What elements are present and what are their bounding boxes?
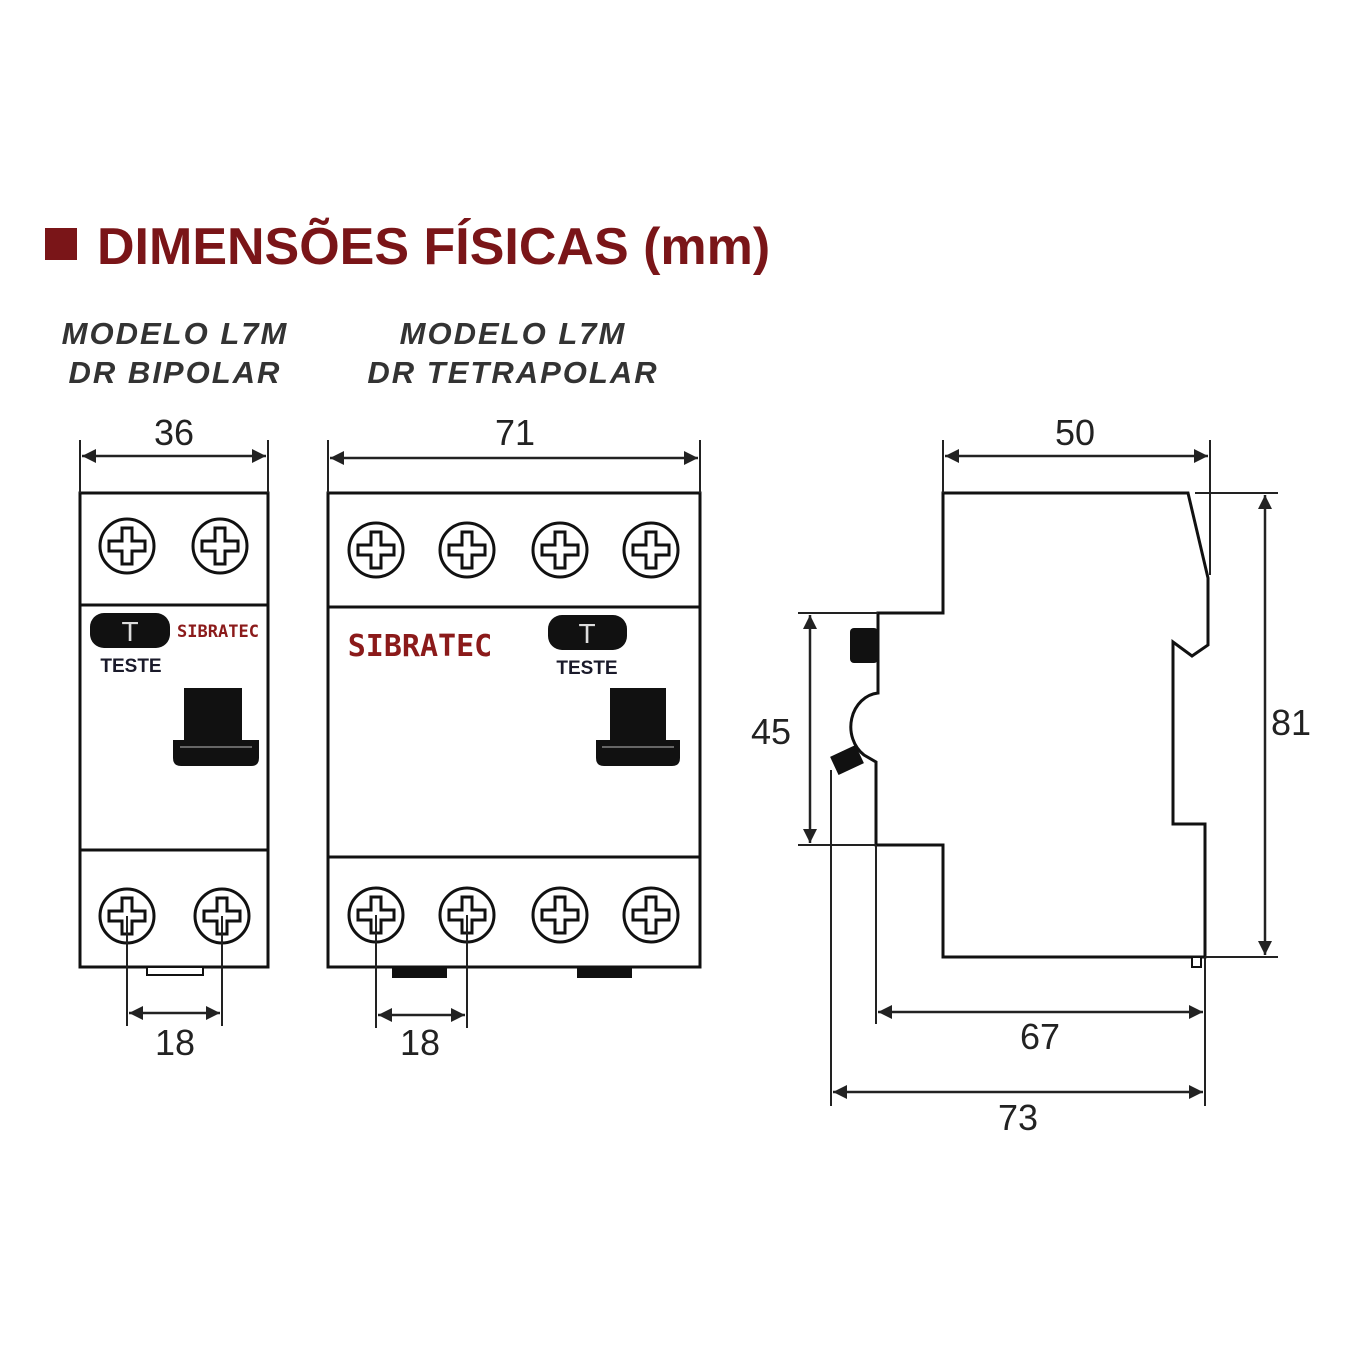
tetrapolar-type-label: DR TETRAPOLAR bbox=[367, 355, 658, 390]
test-button bbox=[90, 613, 170, 648]
top-clip-icon bbox=[850, 628, 878, 663]
tetrapolar-pitch-dimension: 18 bbox=[400, 1022, 440, 1063]
test-button bbox=[548, 615, 627, 650]
terminal-screw-icon bbox=[191, 517, 249, 575]
bipolar-type-label: DR BIPOLAR bbox=[69, 355, 282, 390]
bipolar-model-label: MODELO L7M bbox=[62, 316, 289, 351]
bipolar-width-dimension: 36 bbox=[154, 412, 194, 453]
page-title: DIMENSÕES FÍSICAS (mm) bbox=[97, 217, 770, 276]
terminal-screw-icon bbox=[622, 886, 680, 944]
tetrapolar-front-view: SIBRATEC T TESTE 71 18 bbox=[326, 412, 702, 1063]
terminal-screw-icon bbox=[622, 521, 680, 579]
terminal-screw-icon bbox=[531, 521, 589, 579]
brand-logo: SIBRATEC bbox=[177, 622, 259, 642]
tetrapolar-model-label: MODELO L7M bbox=[400, 316, 627, 351]
terminal-screw-icon bbox=[531, 886, 589, 944]
terminal-screw-icon bbox=[438, 521, 496, 579]
side-profile-view: 50 45 81 67 73 bbox=[751, 412, 1311, 1138]
side-top-depth-dimension: 50 bbox=[1055, 412, 1095, 453]
test-label: TESTE bbox=[556, 658, 617, 679]
title-bullet-icon bbox=[45, 228, 77, 260]
bipolar-front-view: T TESTE SIBRATEC 36 18 bbox=[78, 412, 270, 1063]
switch-lever-icon bbox=[184, 688, 242, 742]
terminal-screw-icon bbox=[98, 517, 156, 575]
bipolar-pitch-dimension: 18 bbox=[155, 1022, 195, 1063]
side-front-height-dimension: 45 bbox=[751, 711, 791, 752]
side-body-depth-dimension: 67 bbox=[1020, 1016, 1060, 1057]
test-label: TESTE bbox=[100, 656, 161, 677]
terminal-screw-icon bbox=[347, 521, 405, 579]
tetrapolar-width-dimension: 71 bbox=[495, 412, 535, 453]
switch-lever-icon bbox=[610, 688, 666, 742]
brand-logo: SIBRATEC bbox=[348, 629, 493, 664]
side-total-depth-dimension: 73 bbox=[998, 1097, 1038, 1138]
side-total-height-dimension: 81 bbox=[1271, 702, 1311, 743]
test-button-glyph: T bbox=[121, 616, 138, 647]
test-button-glyph: T bbox=[578, 618, 595, 649]
